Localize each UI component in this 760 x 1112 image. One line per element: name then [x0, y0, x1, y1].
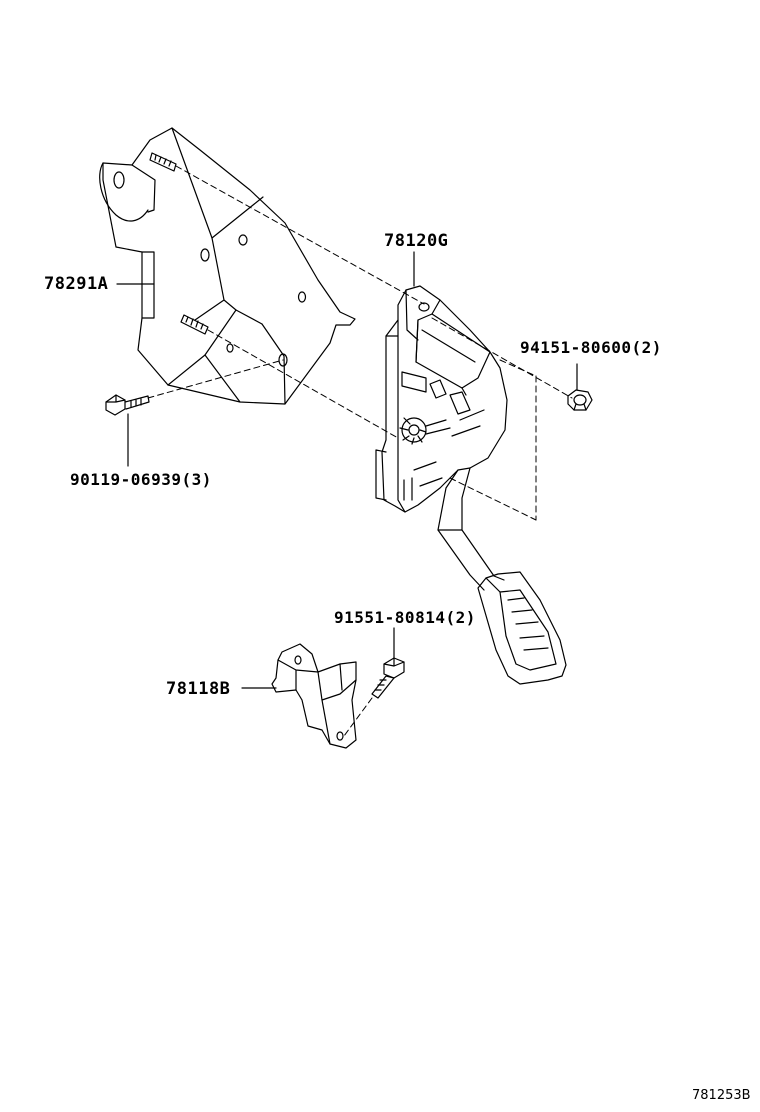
- bracket-78118b: [242, 644, 356, 748]
- accelerator-pedal-78120g: [376, 286, 566, 684]
- bolt-90119: [106, 395, 149, 466]
- leader-78291a: [117, 252, 154, 318]
- nut-94151: [568, 364, 592, 410]
- part-label-78291a: 78291A: [44, 274, 109, 294]
- part-label-78120g: 78120G: [384, 231, 449, 251]
- part-label-94151: 94151-80600(2): [520, 338, 662, 357]
- bracket-plate-78291a: [100, 128, 355, 404]
- screw-91551: [372, 628, 404, 698]
- part-label-91551: 91551-80814(2): [334, 608, 476, 627]
- figure-code: 781253B: [692, 1088, 751, 1103]
- part-label-78118b: 78118B: [166, 679, 231, 699]
- part-label-90119: 90119-06939(3): [70, 470, 212, 489]
- assembly-dashed-lines: [148, 166, 572, 736]
